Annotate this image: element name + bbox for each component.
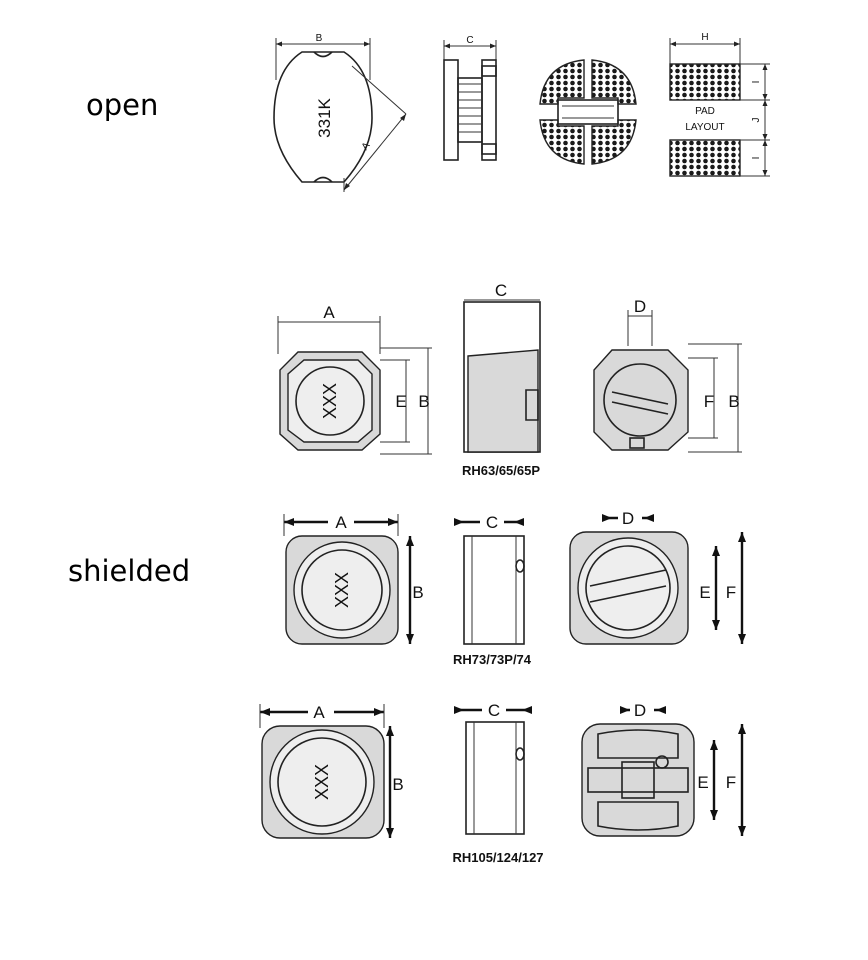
rh73-dim-c: C (486, 513, 498, 532)
rh63-dim-a: A (323, 303, 335, 322)
dim-label-b: B (316, 33, 323, 44)
rh105-dim-c: C (488, 701, 500, 720)
pad-label-line2: LAYOUT (685, 122, 724, 133)
rh105-marking: XXX (312, 764, 332, 800)
rh63-top-view: A XXX E B (277, 303, 432, 455)
rh63-bottom-view: D F B (593, 297, 742, 453)
rh105-caption: RH105/124/127 (452, 850, 543, 865)
rh73-top-view: A XXX B (283, 512, 424, 645)
rh73-marking: XXX (332, 572, 352, 608)
rh105-bottom-view: D E F (581, 700, 746, 837)
rh105-top-view: A XXX B (259, 702, 404, 839)
dim-label-h: H (701, 32, 708, 43)
rh63-drawing: A XXX E B C D (277, 281, 742, 478)
rh73-dim-a: A (335, 513, 347, 532)
rh105-drawing: A XXX B C D E F RH105/124/127 (259, 700, 746, 865)
open-marking: 331K (315, 97, 334, 137)
open-bottom-view (539, 59, 637, 165)
rh63-side-view: C (463, 281, 541, 453)
rh105-dim-b: B (392, 775, 403, 794)
rh105-dim-d: D (634, 701, 646, 720)
rh63-dim-e: E (395, 392, 406, 411)
rh73-dim-b: B (412, 583, 423, 602)
rh105-dim-e: E (697, 773, 708, 792)
rh63-marking: XXX (320, 383, 340, 419)
rh63-dim-d: D (634, 297, 646, 316)
rh73-side-view: C (454, 512, 525, 645)
dim-label-a: A (360, 140, 373, 152)
rh73-caption: RH73/73P/74 (453, 652, 532, 667)
open-inductor-drawing: B 331K A C (273, 32, 770, 192)
rh63-dim-b: B (418, 392, 429, 411)
rh63-caption: RH63/65/65P (462, 463, 540, 478)
open-side-view: C (443, 35, 497, 161)
open-pad-layout: H PAD LAYOUT I J I (669, 32, 770, 177)
rh73-dim-e: E (699, 583, 710, 602)
rh63-dim-b2: B (728, 392, 739, 411)
rh105-dim-a: A (313, 703, 325, 722)
section-label-shielded: shielded (68, 554, 191, 588)
section-label-open: open (86, 88, 159, 122)
rh73-dim-f: F (726, 583, 736, 602)
rh73-drawing: A XXX B C D E F RH73/73P/74 (283, 508, 746, 667)
rh73-dim-d: D (622, 509, 634, 528)
open-top-view: B 331K A (273, 33, 407, 192)
dim-label-i-top: I (751, 81, 762, 84)
rh105-side-view: C (454, 700, 532, 835)
dim-label-i-bottom: I (751, 157, 762, 160)
dim-label-c: C (466, 35, 473, 46)
rh73-bottom-view: D E F (569, 508, 746, 645)
rh63-dim-c: C (495, 281, 507, 300)
rh63-dim-f: F (704, 392, 714, 411)
dim-label-j: J (751, 118, 762, 123)
rh105-dim-f: F (726, 773, 736, 792)
pad-label-line1: PAD (695, 106, 715, 117)
